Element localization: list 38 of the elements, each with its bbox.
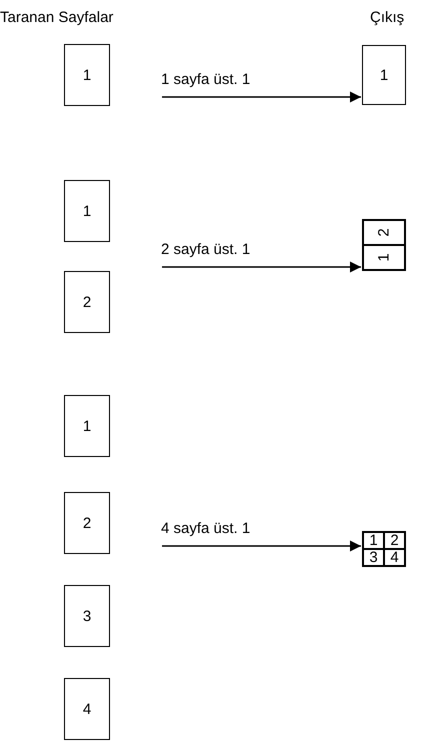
page-number: 1 bbox=[380, 68, 388, 82]
page-cell bbox=[363, 220, 405, 245]
scanned-page bbox=[64, 395, 110, 457]
page-number: 1 bbox=[369, 533, 378, 548]
arrow bbox=[162, 540, 361, 552]
edge-label: 4 sayfa üst. 1 bbox=[160, 521, 252, 536]
page-number: 2 bbox=[82, 294, 92, 310]
page-number: 1 bbox=[376, 253, 392, 262]
scanned-page bbox=[64, 180, 110, 242]
scanned-page bbox=[64, 678, 110, 740]
page-number: 3 bbox=[82, 608, 92, 624]
output-page bbox=[362, 219, 406, 271]
arrow bbox=[162, 92, 361, 102]
page-number: 2 bbox=[376, 228, 392, 237]
page-number: 1 bbox=[82, 418, 92, 434]
page-cell bbox=[363, 549, 384, 566]
page-number: 4 bbox=[390, 550, 399, 565]
edge-label: 1 sayfa üst. 1 bbox=[160, 72, 252, 87]
scanned-page bbox=[64, 44, 110, 106]
output-page bbox=[362, 531, 406, 567]
column-heading: Taranan Sayfalar bbox=[0, 8, 114, 28]
page-cell bbox=[363, 245, 405, 270]
page-number: 4 bbox=[82, 702, 92, 716]
edge-label: 2 sayfa üst. 1 bbox=[160, 242, 252, 257]
page-number: 1 bbox=[82, 204, 92, 218]
page-cell bbox=[363, 532, 384, 549]
scanned-page bbox=[64, 271, 110, 333]
page-cell bbox=[384, 532, 405, 549]
arrow bbox=[162, 262, 361, 272]
scanned-page bbox=[64, 492, 110, 554]
output-page bbox=[362, 45, 406, 105]
page-number: 2 bbox=[82, 516, 92, 530]
page-number: 3 bbox=[369, 550, 378, 565]
page-number: 2 bbox=[390, 533, 399, 548]
page-cell bbox=[384, 549, 405, 566]
page-number: 1 bbox=[82, 68, 92, 82]
scanned-page bbox=[64, 585, 110, 647]
column-heading: Çıkış bbox=[370, 8, 404, 28]
